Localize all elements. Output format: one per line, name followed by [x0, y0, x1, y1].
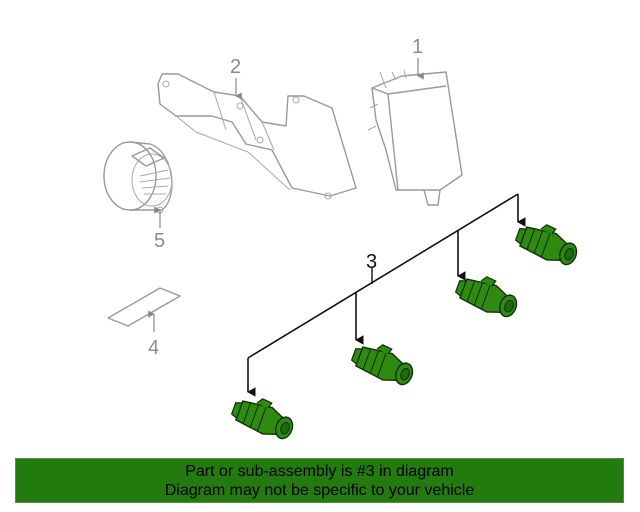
sensor-3	[348, 335, 420, 390]
callout-4[interactable]: 4	[148, 337, 160, 359]
callout-2[interactable]: 2	[230, 56, 242, 78]
banner-line-2: Diagram may not be specific to your vehi…	[164, 482, 475, 499]
callout-3[interactable]: 3	[366, 251, 378, 273]
sensor-2	[452, 267, 524, 322]
sensor-4	[228, 389, 300, 444]
callout-5[interactable]: 5	[154, 230, 166, 252]
part-2-bracket	[157, 73, 357, 200]
part-1-control-module	[367, 58, 463, 206]
part-4-pad	[107, 287, 181, 332]
part-5-buzzer	[103, 141, 173, 228]
part-3-sensor-harness	[228, 193, 584, 444]
callout-1[interactable]: 1	[412, 36, 424, 58]
banner-line-1: Part or sub-assembly is #3 in diagram	[185, 463, 454, 480]
info-banner: Part or sub-assembly is #3 in diagram Di…	[15, 458, 624, 503]
sensor-1	[512, 215, 584, 270]
parts-diagram	[103, 58, 584, 444]
